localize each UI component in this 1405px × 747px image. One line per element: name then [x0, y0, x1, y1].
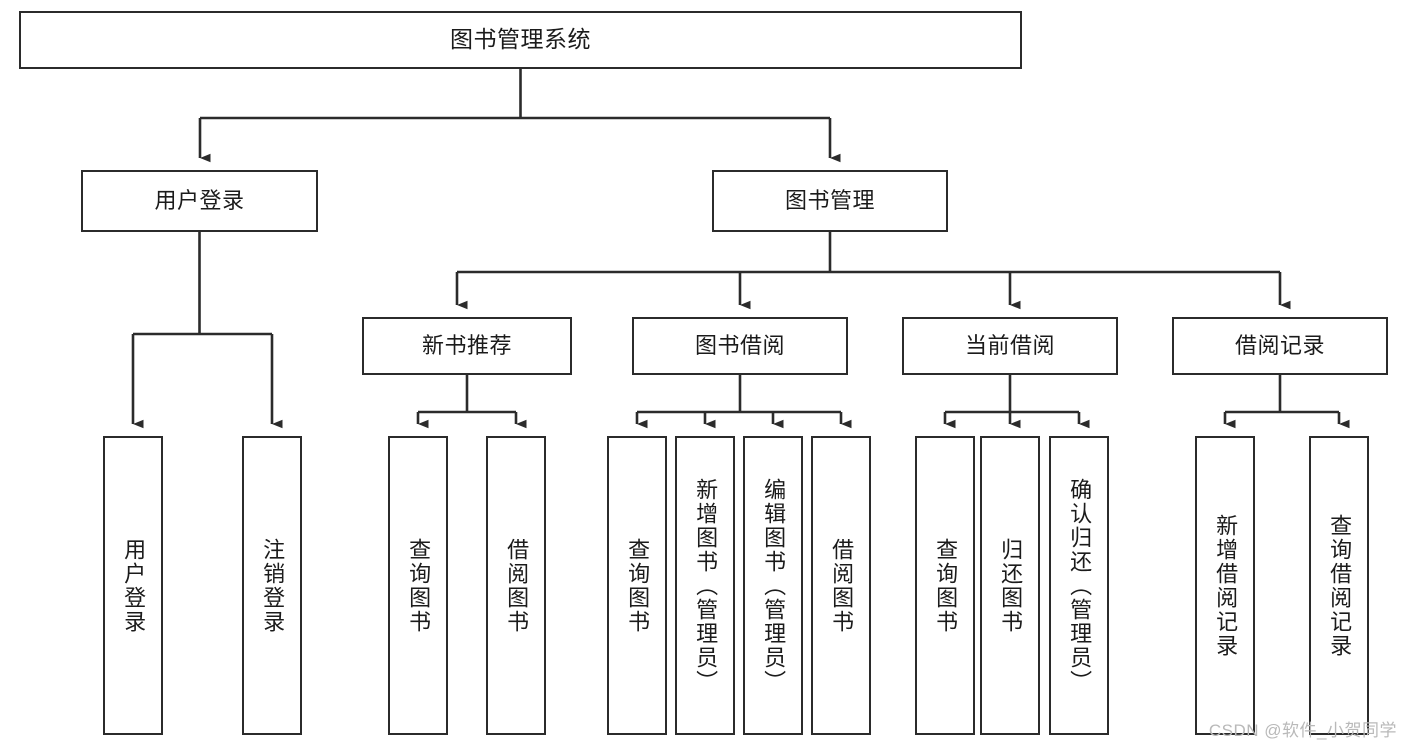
node-label: 当前借阅 [964, 333, 1055, 359]
node-label: 注销登录 [260, 537, 286, 634]
leaf-borrow-add-book-admin[interactable]: 新增图书（管理员） [675, 436, 735, 735]
leaf-user-login-signout[interactable]: 注销登录 [242, 436, 302, 735]
node-book-management[interactable]: 图书管理 [712, 170, 948, 232]
node-label: 查询图书 [406, 537, 432, 634]
leaf-record-add-record[interactable]: 新增借阅记录 [1195, 436, 1255, 735]
node-label: 用户登录 [154, 188, 245, 214]
leaf-record-query-record[interactable]: 查询借阅记录 [1309, 436, 1369, 735]
leaf-current-return-book[interactable]: 归还图书 [980, 436, 1040, 735]
leaf-borrow-borrow-book[interactable]: 借阅图书 [811, 436, 871, 735]
node-current-borrow[interactable]: 当前借阅 [902, 317, 1118, 375]
node-label: 借阅图书 [504, 537, 530, 634]
node-label: 查询借阅记录 [1327, 513, 1353, 658]
node-label: 新书推荐 [421, 333, 512, 359]
leaf-current-confirm-return-admin[interactable]: 确认归还（管理员） [1049, 436, 1109, 735]
csdn-watermark: CSDN @软件_小贺同学 [1208, 721, 1397, 740]
node-label: 查询图书 [933, 537, 959, 634]
node-label: 编辑图书（管理员） [761, 477, 787, 694]
node-new-book-recommend[interactable]: 新书推荐 [362, 317, 572, 375]
node-label: 用户登录 [121, 537, 147, 634]
node-label: 新增借阅记录 [1213, 513, 1239, 658]
node-label: 图书管理 [784, 188, 875, 214]
node-borrow-record[interactable]: 借阅记录 [1172, 317, 1388, 375]
node-label: 归还图书 [998, 537, 1024, 634]
node-label: 图书借阅 [694, 333, 785, 359]
node-label: 图书管理系统 [450, 26, 591, 53]
leaf-borrow-edit-book-admin[interactable]: 编辑图书（管理员） [743, 436, 803, 735]
node-user-login[interactable]: 用户登录 [81, 170, 318, 232]
node-label: 确认归还（管理员） [1067, 477, 1093, 694]
leaf-recommend-borrow-book[interactable]: 借阅图书 [486, 436, 546, 735]
node-book-borrow[interactable]: 图书借阅 [632, 317, 848, 375]
node-root-system[interactable]: 图书管理系统 [19, 11, 1022, 69]
leaf-user-login-signin[interactable]: 用户登录 [103, 436, 163, 735]
leaf-borrow-query-book[interactable]: 查询图书 [607, 436, 667, 735]
node-label: 借阅图书 [829, 537, 855, 634]
node-label: 查询图书 [625, 537, 651, 634]
leaf-current-query-book[interactable]: 查询图书 [915, 436, 975, 735]
node-label: 新增图书（管理员） [693, 477, 719, 694]
node-label: 借阅记录 [1234, 333, 1325, 359]
leaf-recommend-query-book[interactable]: 查询图书 [388, 436, 448, 735]
